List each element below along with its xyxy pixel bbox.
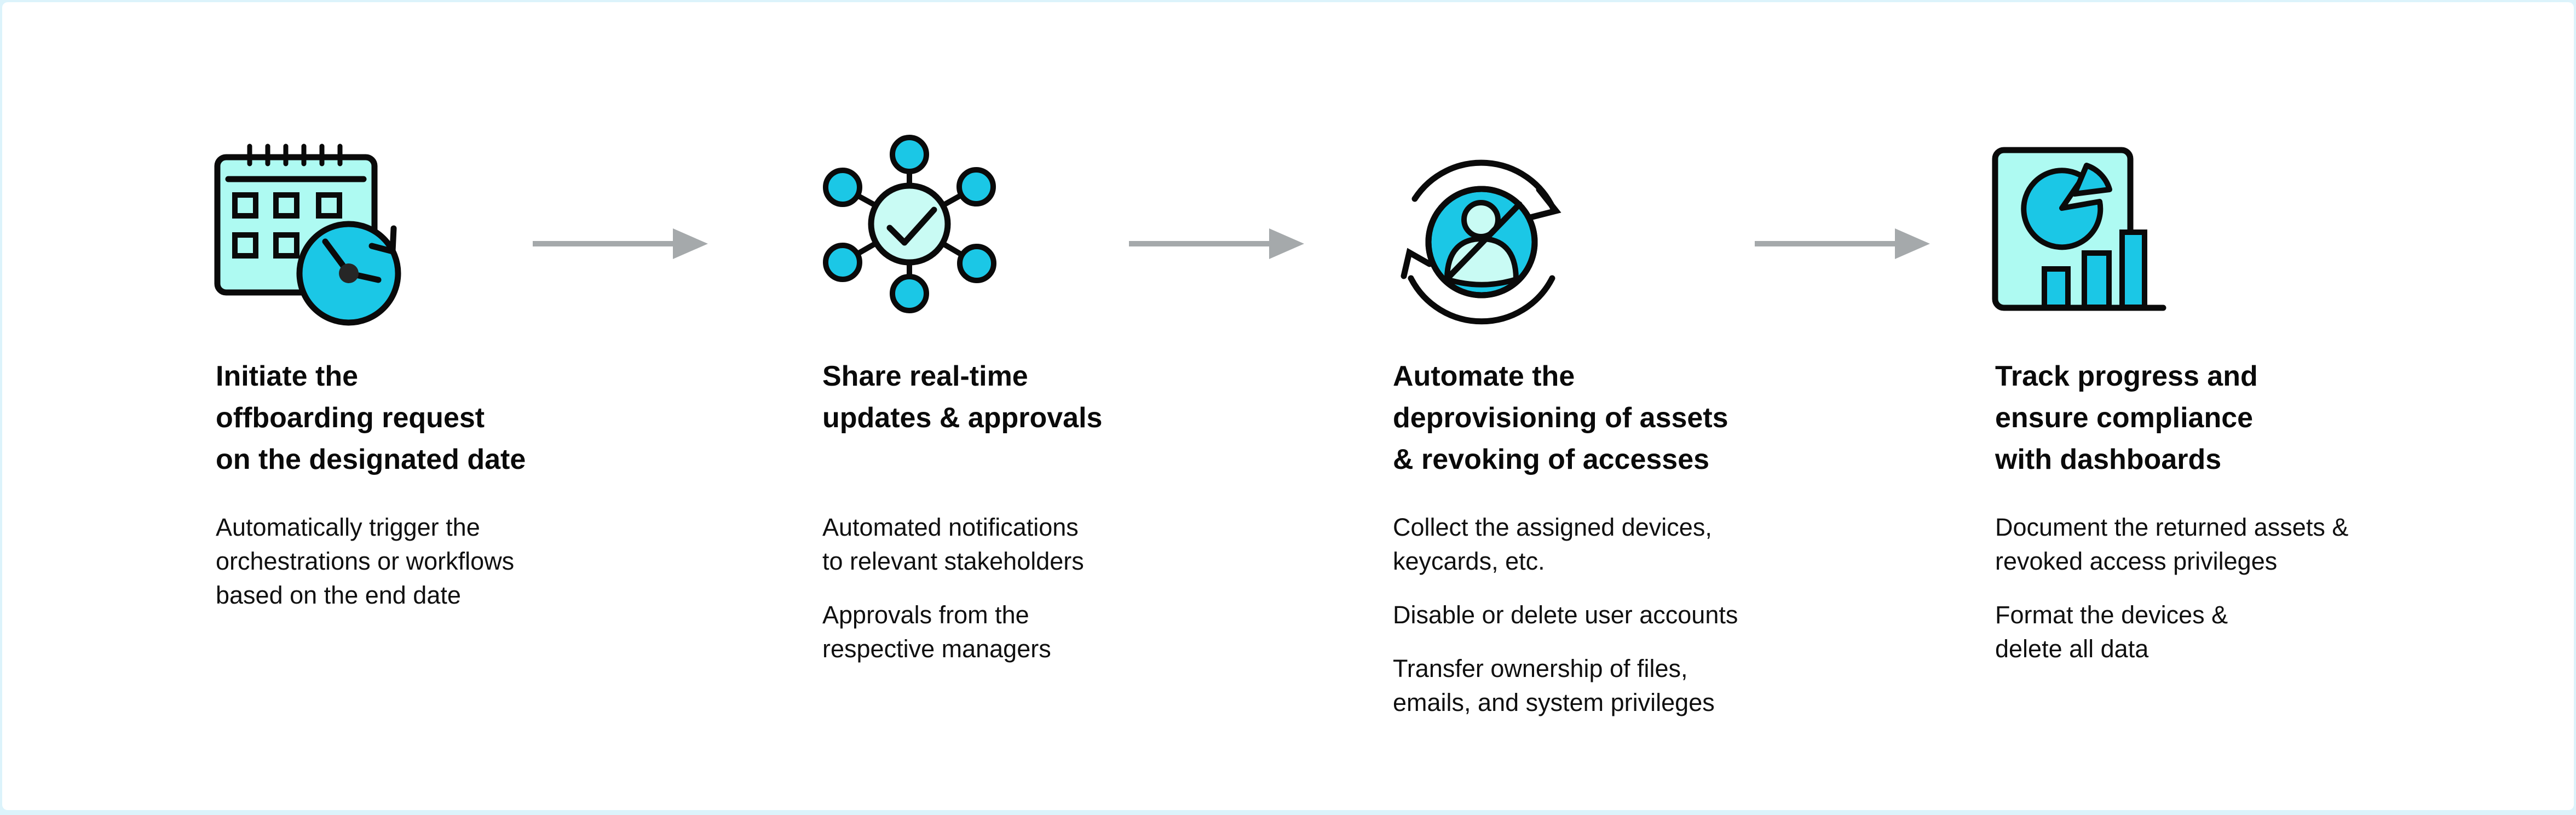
step-paragraph: Collect the assigned devices, keycards, … — [1393, 513, 1712, 575]
step-paragraph: Automated notifications to relevant stak… — [822, 513, 1084, 575]
step-share-updates: Share real-time updates & approvals Auto… — [822, 2, 1195, 810]
step-title: Share real-time updates & approvals — [822, 360, 1103, 434]
step-title: Initiate the offboarding request on the … — [216, 360, 526, 475]
step-paragraph: Approvals from the respective managers — [822, 601, 1051, 663]
calendar-clock-icon — [214, 144, 401, 326]
flow-arrow-right-icon — [1129, 228, 1304, 259]
step-paragraph: Disable or delete user accounts — [1393, 601, 1738, 629]
step-description: Collect the assigned devices, keycards, … — [1393, 510, 1809, 739]
step-description: Automated notifications to relevant stak… — [822, 510, 1195, 686]
step-track-progress: Track progress and ensure compliance wit… — [1992, 2, 2444, 810]
step-paragraph: Transfer ownership of files, emails, and… — [1393, 655, 1715, 716]
network-approvals-icon — [823, 135, 996, 313]
step-paragraph: Document the returned assets & revoked a… — [1995, 513, 2349, 575]
step-initiate-request: Initiate the offboarding request on the … — [214, 2, 599, 810]
deprovision-user-icon — [1401, 159, 1561, 325]
step-paragraph: Automatically trigger the orchestrations… — [216, 513, 515, 609]
dashboard-report-icon — [1992, 147, 2166, 311]
flow-arrow-right-icon — [1755, 228, 1930, 259]
flow-arrow-right-icon — [533, 228, 708, 259]
step-description: Document the returned assets & revoked a… — [1995, 510, 2444, 686]
step-description: Automatically trigger the orchestrations… — [216, 510, 599, 632]
step-title: Track progress and ensure compliance wit… — [1995, 360, 2258, 475]
step-deprovision-assets: Automate the deprovisioning of assets & … — [1393, 2, 1809, 810]
step-paragraph: Format the devices & delete all data — [1995, 601, 2228, 663]
step-title: Automate the deprovisioning of assets & … — [1393, 360, 1728, 475]
